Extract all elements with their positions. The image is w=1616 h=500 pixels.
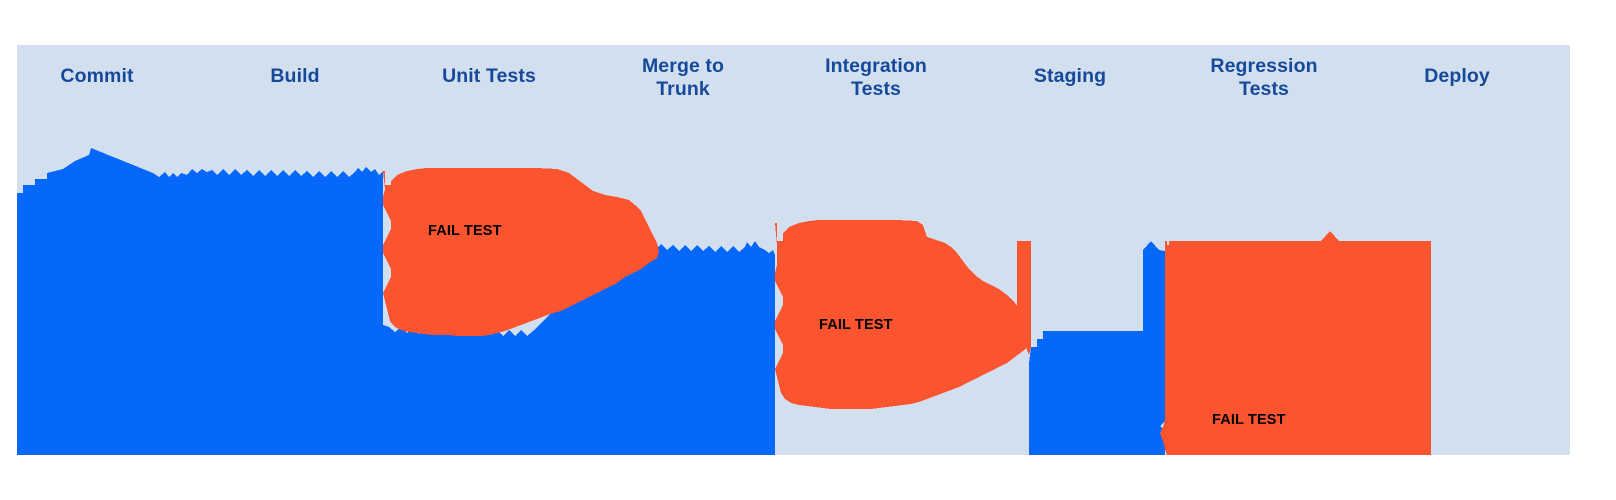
fail-wedge-integration-tests	[775, 220, 1031, 409]
pass-area-blue-staging	[1029, 241, 1165, 455]
fail-wedge-integration-tests-group	[775, 220, 1031, 409]
pass-area-blue-mid	[383, 241, 775, 455]
fail-wedge-regression-tests-group	[1160, 231, 1431, 455]
pipeline-area-chart	[17, 148, 1431, 455]
fail-sliver-left-of-staging-group	[1017, 241, 1031, 355]
fail-sliver-left-of-staging	[1017, 241, 1031, 355]
pass-area-group	[17, 148, 1165, 455]
fail-wedge-unit-tests-group	[383, 168, 659, 336]
pass-area-blue	[17, 148, 383, 455]
fail-wedge-unit-tests	[383, 168, 659, 336]
chart-panel: Commit Build Unit Tests Merge to Trunk I…	[17, 45, 1570, 455]
fail-wedge-regression-tests	[1160, 231, 1431, 455]
